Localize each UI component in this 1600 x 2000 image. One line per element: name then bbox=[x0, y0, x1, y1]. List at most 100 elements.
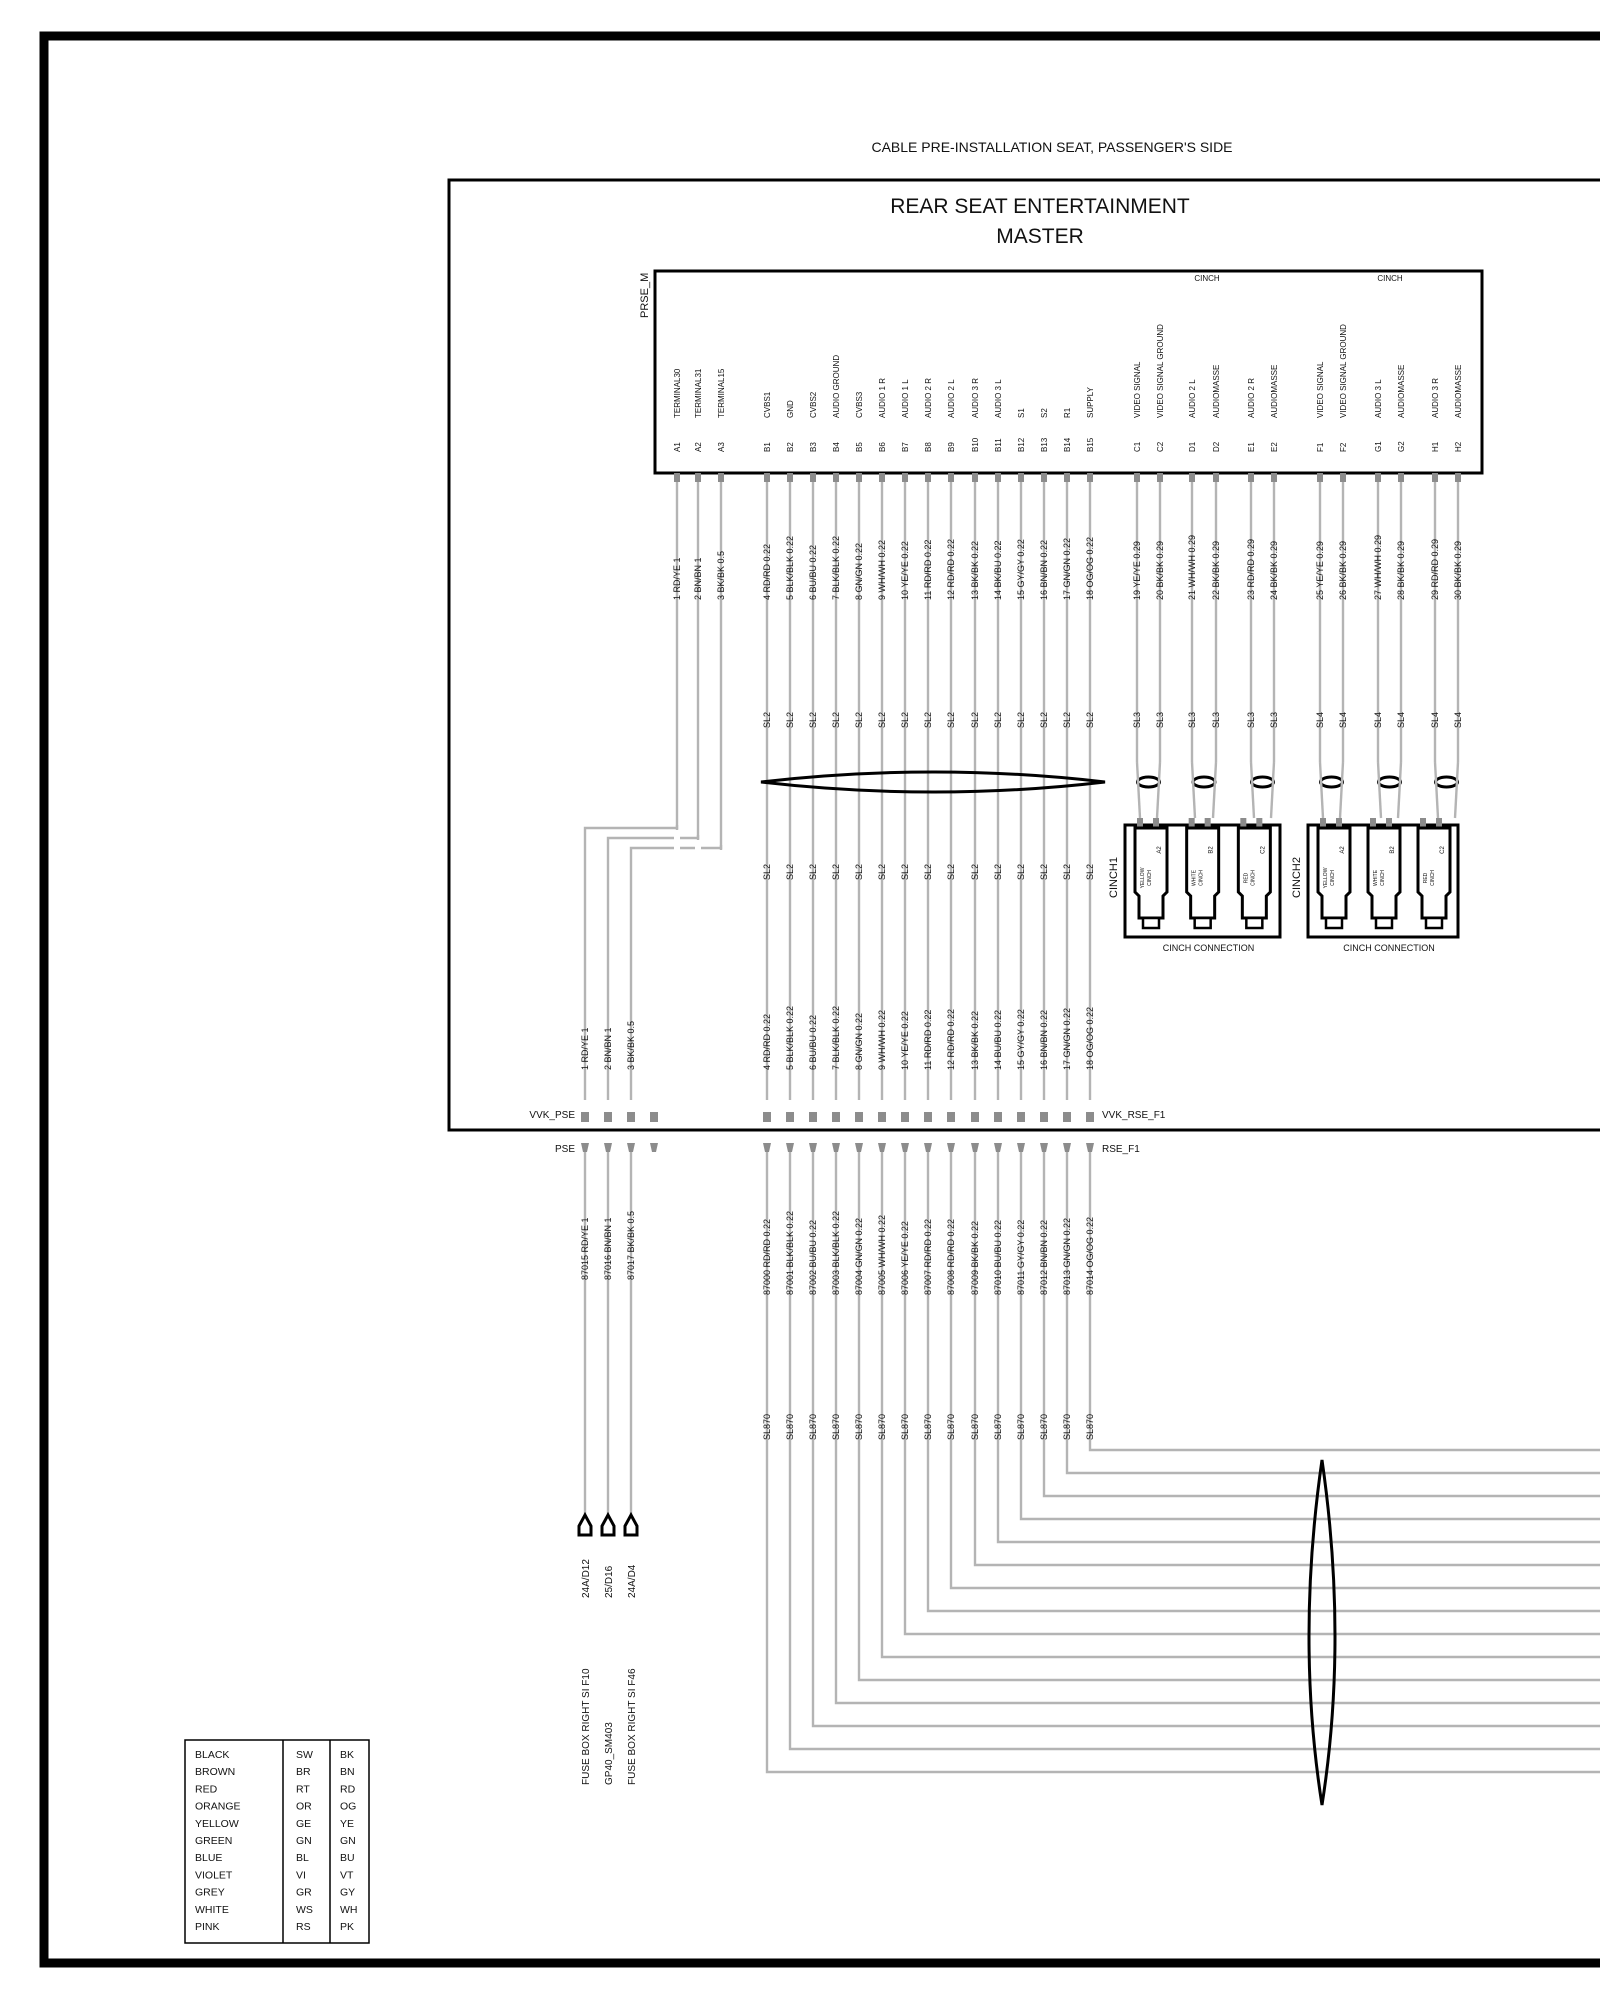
pair-wire-a-4 bbox=[1318, 761, 1325, 819]
rse-name: RSE_F1 bbox=[1102, 1144, 1140, 1155]
pin-function-E1: AUDIO 2 R bbox=[1247, 378, 1256, 418]
wire-label-B1: 4 RD/RD 0.22 bbox=[762, 544, 772, 600]
route-mask-3 bbox=[718, 850, 724, 1100]
pin-function-D1: AUDIO 2 L bbox=[1188, 379, 1197, 418]
wire-sl-B9: SL2 bbox=[946, 712, 956, 728]
outer-rse-label-8: 87007 RD/RD 0.22 bbox=[923, 1219, 933, 1295]
bundle-ring-2 bbox=[1191, 775, 1217, 789]
bundle-ring-6 bbox=[1434, 775, 1459, 789]
pair-wire-a-3 bbox=[1249, 761, 1256, 819]
wire-label-B9: 12 RD/RD 0.22 bbox=[946, 539, 956, 600]
outer-rse-sl-14: SL870 bbox=[1062, 1414, 1072, 1440]
cinch-pin-b-0-1 bbox=[1204, 818, 1211, 828]
pin-terminal-B3 bbox=[810, 473, 816, 482]
wire-label-B5: 8 GN/GN 0.22 bbox=[854, 543, 864, 600]
legend-de-10: WS bbox=[296, 1904, 313, 1916]
pin-terminal-B5 bbox=[856, 473, 862, 482]
pin-id-C2: C2 bbox=[1156, 441, 1165, 452]
pair-wire-a-6 bbox=[1433, 761, 1440, 819]
pin-function-B13: S2 bbox=[1040, 408, 1049, 418]
inner-wire-rse-11: 14 BU/BU 0.22 bbox=[993, 1010, 1003, 1070]
fuse-code-3: 24A/D4 bbox=[627, 1564, 638, 1598]
pin-id-D1: D1 bbox=[1188, 441, 1197, 452]
wire-sl2-lower-8: SL2 bbox=[923, 864, 933, 880]
outer-rse-sl-3: SL870 bbox=[808, 1414, 818, 1440]
outer-rse-label-11: 87010 BU/BU 0.22 bbox=[993, 1220, 1003, 1295]
pin-terminal-B13 bbox=[1041, 473, 1047, 482]
pin-terminal-B15 bbox=[1087, 473, 1093, 482]
fuse-desc-2: GP40_SM403 bbox=[604, 1722, 615, 1785]
pin-id-E2: E2 bbox=[1270, 442, 1279, 452]
route-mask-1 bbox=[674, 830, 680, 1100]
cinch-plug-1-2 bbox=[1416, 826, 1452, 920]
wire-label-B4: 7 BLK/BLK 0.22 bbox=[831, 536, 841, 600]
outer-rse-label-5: 87004 GN/GN 0.22 bbox=[854, 1218, 864, 1295]
cinch-plug-type-0-0: CINCH bbox=[1147, 870, 1153, 886]
wire-label-B7: 10 YE/YE 0.22 bbox=[900, 541, 910, 600]
pin-function-C2: VIDEO SIGNAL GROUND bbox=[1156, 324, 1165, 418]
drawing-border bbox=[39, 31, 1600, 1968]
pin-id-F1: F1 bbox=[1316, 442, 1325, 452]
pin-function-B3: CVBS2 bbox=[809, 391, 818, 418]
vvk-rse-terminal-10 bbox=[971, 1112, 979, 1122]
cinch-header-2: CINCH bbox=[1377, 274, 1403, 283]
pin-function-B2: GND bbox=[786, 400, 795, 418]
small-bundle-group bbox=[1135, 761, 1460, 819]
wire-label-B3: 6 BU/BU 0.22 bbox=[808, 545, 818, 600]
wire-label-B8: 11 RD/RD 0.22 bbox=[923, 540, 933, 600]
pin-id-H2: H2 bbox=[1454, 441, 1463, 452]
vvk-pse-terminal-1 bbox=[581, 1112, 589, 1122]
inner-wire-rse-15: 18 OG/OG 0.22 bbox=[1085, 1007, 1095, 1070]
inner-wire-rse-5: 8 GN/GN 0.22 bbox=[854, 1013, 864, 1070]
cinch-pin-b-0-2 bbox=[1256, 818, 1263, 828]
cinch-block-2 bbox=[1306, 823, 1460, 939]
pin-function-B11: AUDIO 3 L bbox=[994, 379, 1003, 418]
pin-function-A3: TERMINAL15 bbox=[717, 368, 726, 418]
cinch-pin-b-0-0 bbox=[1153, 818, 1159, 828]
cinch-tip-1-0 bbox=[1324, 916, 1344, 930]
rse-terminal-10 bbox=[971, 1143, 979, 1152]
outer-pse-label-3: 87017 BK/BK 0.5 bbox=[626, 1211, 636, 1280]
wire-sl-G1: SL4 bbox=[1373, 712, 1383, 728]
wire-sl-E1: SL3 bbox=[1246, 712, 1256, 728]
fuse-desc-3: FUSE BOX RIGHT SI F46 bbox=[627, 1668, 638, 1785]
inner-wire-rse-6: 9 WH/WH 0.22 bbox=[877, 1010, 887, 1070]
wire-sl-H2: SL4 bbox=[1453, 712, 1463, 728]
legend-name-11: PINK bbox=[195, 1921, 220, 1933]
module-box bbox=[447, 178, 1600, 1132]
legend-en-7: BU bbox=[340, 1852, 355, 1864]
outer-rse-sl-2: SL870 bbox=[785, 1414, 795, 1440]
bundle-ring-5 bbox=[1377, 775, 1402, 789]
connector-name: PRSE_M bbox=[639, 273, 651, 318]
wire-label-B6: 9 WH/WH 0.22 bbox=[877, 540, 887, 600]
cable-label: CABLE PRE-INSTALLATION SEAT, PASSENGER'S… bbox=[871, 139, 1232, 155]
cinch-plug-type-1-1: CINCH bbox=[1380, 870, 1386, 886]
wire-sl-B12: SL2 bbox=[1016, 712, 1026, 728]
wire-label-D2: 22 BK/BK 0.29 bbox=[1211, 541, 1221, 600]
pin-id-B3: B3 bbox=[809, 442, 818, 452]
inner-wire-rse-10: 13 BK/BK 0.22 bbox=[970, 1011, 980, 1070]
cinch-pin-b-1-0 bbox=[1336, 818, 1342, 828]
pin-id-B4: B4 bbox=[832, 442, 841, 452]
cinch-plug-color-0-1: WHITE bbox=[1192, 869, 1198, 886]
outer-rse-wire-7 bbox=[903, 1152, 1600, 1636]
outer-rse-label-9: 87008 RD/RD 0.22 bbox=[946, 1219, 956, 1295]
bundle-ring-1 bbox=[1136, 775, 1161, 789]
outer-rse-label-4: 87003 BLK/BLK 0.22 bbox=[831, 1211, 841, 1295]
wire-label-D1: 21 WH/WH 0.29 bbox=[1187, 535, 1197, 600]
rse-terminal-13 bbox=[1040, 1143, 1048, 1152]
cinch-plug-type-1-0: CINCH bbox=[1330, 870, 1336, 886]
rse-terminal-5 bbox=[855, 1143, 863, 1152]
pin-id-B5: B5 bbox=[855, 442, 864, 452]
cinch-plug-pin-0-0: A2 bbox=[1157, 846, 1163, 854]
inner-wire-pse-2: 2 BN/BN 1 bbox=[603, 1027, 613, 1070]
vvk-pse-terminal-3 bbox=[627, 1112, 635, 1122]
outer-rse-label-1: 87000 RD/RD 0.22 bbox=[762, 1219, 772, 1295]
vvk-rse-terminal-7 bbox=[901, 1112, 909, 1122]
legend-en-6: GN bbox=[340, 1835, 356, 1847]
vvk-rse-terminal-13 bbox=[1040, 1112, 1048, 1122]
wire-sl2-lower-9: SL2 bbox=[946, 864, 956, 880]
rse-terminal-12 bbox=[1017, 1143, 1025, 1152]
vvk-rse-name: VVK_RSE_F1 bbox=[1102, 1110, 1166, 1121]
